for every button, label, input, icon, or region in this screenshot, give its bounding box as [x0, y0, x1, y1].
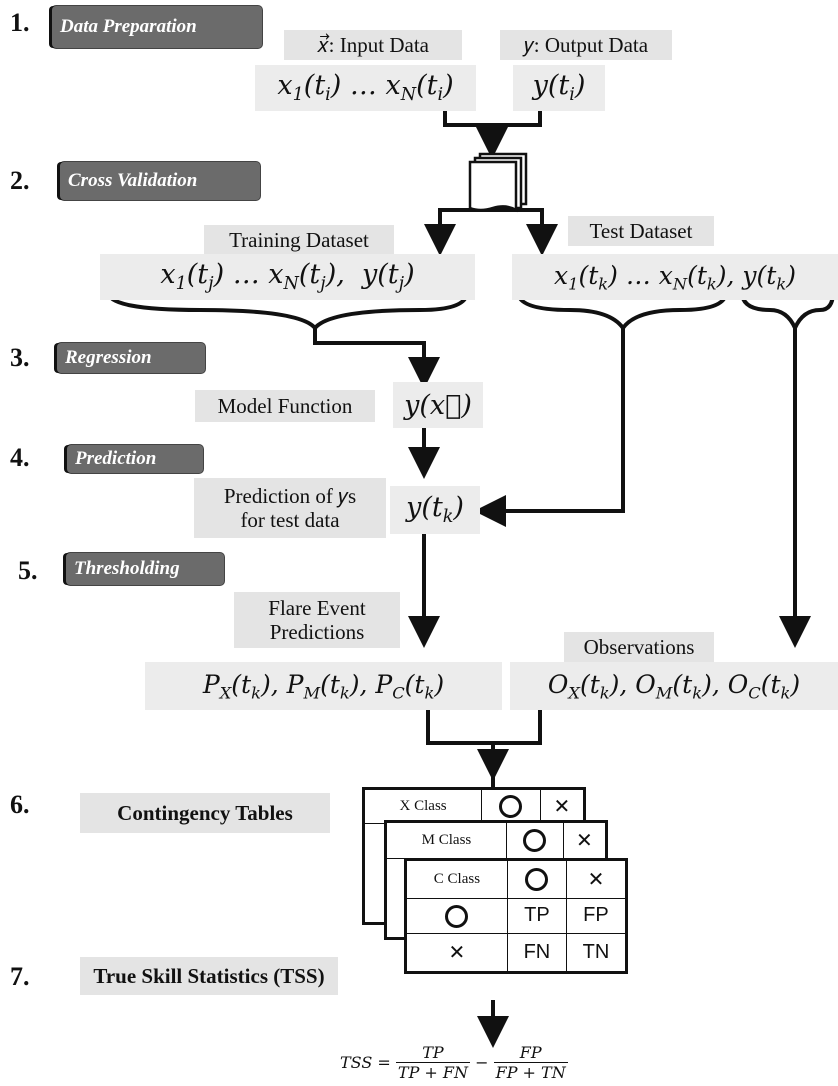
flare-event-line1: Flare Event — [268, 595, 366, 620]
arrow-to-model — [313, 328, 440, 389]
merge-tables-connector — [426, 710, 542, 745]
observations-label: Observations — [564, 632, 714, 662]
step-2-number: 2. — [10, 166, 30, 195]
table-x-class-label: X Class — [363, 789, 483, 824]
cross-icon: ✕ — [539, 789, 585, 824]
cell-fn: FN — [506, 933, 567, 972]
cross-icon: ✕ — [406, 933, 508, 972]
flare-event-predictions-label: Flare Event Predictions — [234, 592, 400, 648]
step-5-number: 5. — [18, 556, 38, 585]
circle-icon — [445, 904, 469, 928]
prediction-of-ys-label: Prediction of 𝑦s for test data — [194, 478, 386, 538]
circle-icon — [525, 868, 549, 892]
table-m-class-label: M Class — [386, 822, 507, 859]
prediction-of-ys-line2: for test data — [240, 508, 340, 532]
stage-data-preparation: Data Preparation — [52, 6, 262, 48]
cross-icon: ✕ — [565, 860, 627, 899]
input-data-label: 𝑥⃗: Input Data — [284, 30, 462, 60]
test-dataset-label: Test Dataset — [568, 216, 714, 246]
stage-thresholding: Thresholding — [66, 553, 224, 585]
prediction-math: y(tk) — [390, 486, 480, 534]
observations-math: OX(tk), OM(tk), OC(tk) — [510, 662, 838, 710]
circle-icon — [523, 829, 547, 853]
step-6-number: 6. — [10, 790, 30, 819]
step-3-number: 3. — [10, 343, 30, 372]
cell-fp: FP — [565, 897, 627, 935]
output-data-math: y(ti) — [513, 65, 605, 111]
flare-predictions-math: PX(tk), PM(tk), PC(tk) — [145, 662, 502, 710]
arrow-test-to-pred — [474, 328, 625, 527]
step-1-number: 1. — [10, 8, 30, 37]
cell-tp: TP — [506, 897, 567, 935]
stage-prediction: Prediction — [67, 445, 203, 473]
model-function-label: Model Function — [195, 390, 375, 422]
step-4-number: 4. — [10, 443, 30, 472]
table-c-class-label: C Class — [406, 860, 508, 899]
training-brace — [106, 291, 469, 332]
output-data-label: 𝑦: Output Data — [500, 30, 672, 60]
stage-cross-validation: Cross Validation — [60, 162, 260, 200]
model-function-math: y(x⃗) — [393, 382, 483, 428]
step-7-number: 7. — [10, 962, 30, 991]
contingency-table-c: C Class ✕ TP FP ✕ FN TN — [404, 858, 628, 974]
cross-icon: ✕ — [562, 822, 607, 859]
flare-event-line2: Predictions — [269, 620, 365, 644]
stage-regression: Regression — [57, 343, 205, 373]
input-data-math: x1(ti) … xN(ti) — [255, 65, 476, 111]
arrow-to-test — [492, 208, 558, 256]
arrow-to-training — [424, 208, 492, 256]
training-dataset-label: Training Dataset — [204, 225, 394, 255]
documents-icon — [468, 152, 528, 213]
test-dataset-math: x1(tk) … xN(tk), y(tk) — [512, 254, 838, 300]
prediction-of-ys-line1: Prediction of 𝑦s — [223, 483, 357, 508]
training-dataset-math: x1(tj) … xN(tj), y(tj) — [100, 254, 475, 300]
cell-tn: TN — [565, 933, 627, 972]
contingency-tables-title: Contingency Tables — [80, 793, 330, 833]
circle-icon — [499, 795, 523, 819]
tss-title: True Skill Statistics (TSS) — [80, 957, 338, 995]
